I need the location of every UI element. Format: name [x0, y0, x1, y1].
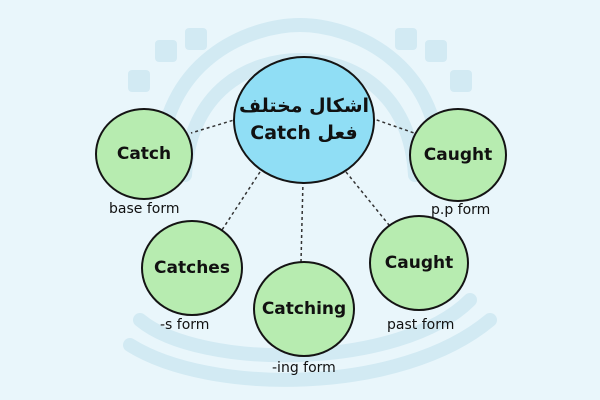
center-title-line1: اشکال مختلف — [238, 95, 370, 117]
node-caught-pp-label: Caught — [423, 145, 493, 165]
connector-catches — [219, 171, 261, 234]
node-catches: Catches — [141, 220, 243, 316]
node-caught-past: Caught — [369, 215, 469, 311]
node-catch-label: Catch — [116, 144, 172, 164]
caption-ing-form: -ing form — [272, 360, 336, 376]
node-caught-past-label: Caught — [384, 253, 454, 273]
node-catch: Catch — [95, 108, 193, 200]
connector-caught-past — [345, 171, 390, 226]
caption-pp-form: p.p form — [431, 202, 491, 218]
connector-caught-pp — [370, 117, 418, 135]
caption-base-form: base form — [109, 201, 180, 217]
caption-past-form: past form — [387, 317, 455, 333]
center-title-line2: فعل Catch — [250, 122, 358, 144]
node-catches-label: Catches — [154, 258, 230, 278]
node-catching: Catching — [253, 261, 355, 357]
node-caught-pp: Caught — [409, 108, 507, 202]
node-catching-label: Catching — [261, 299, 347, 319]
caption-s-form: -s form — [160, 317, 210, 333]
connector-catching — [300, 180, 304, 263]
center-node: اشکال مختلف فعل Catch — [233, 56, 375, 184]
